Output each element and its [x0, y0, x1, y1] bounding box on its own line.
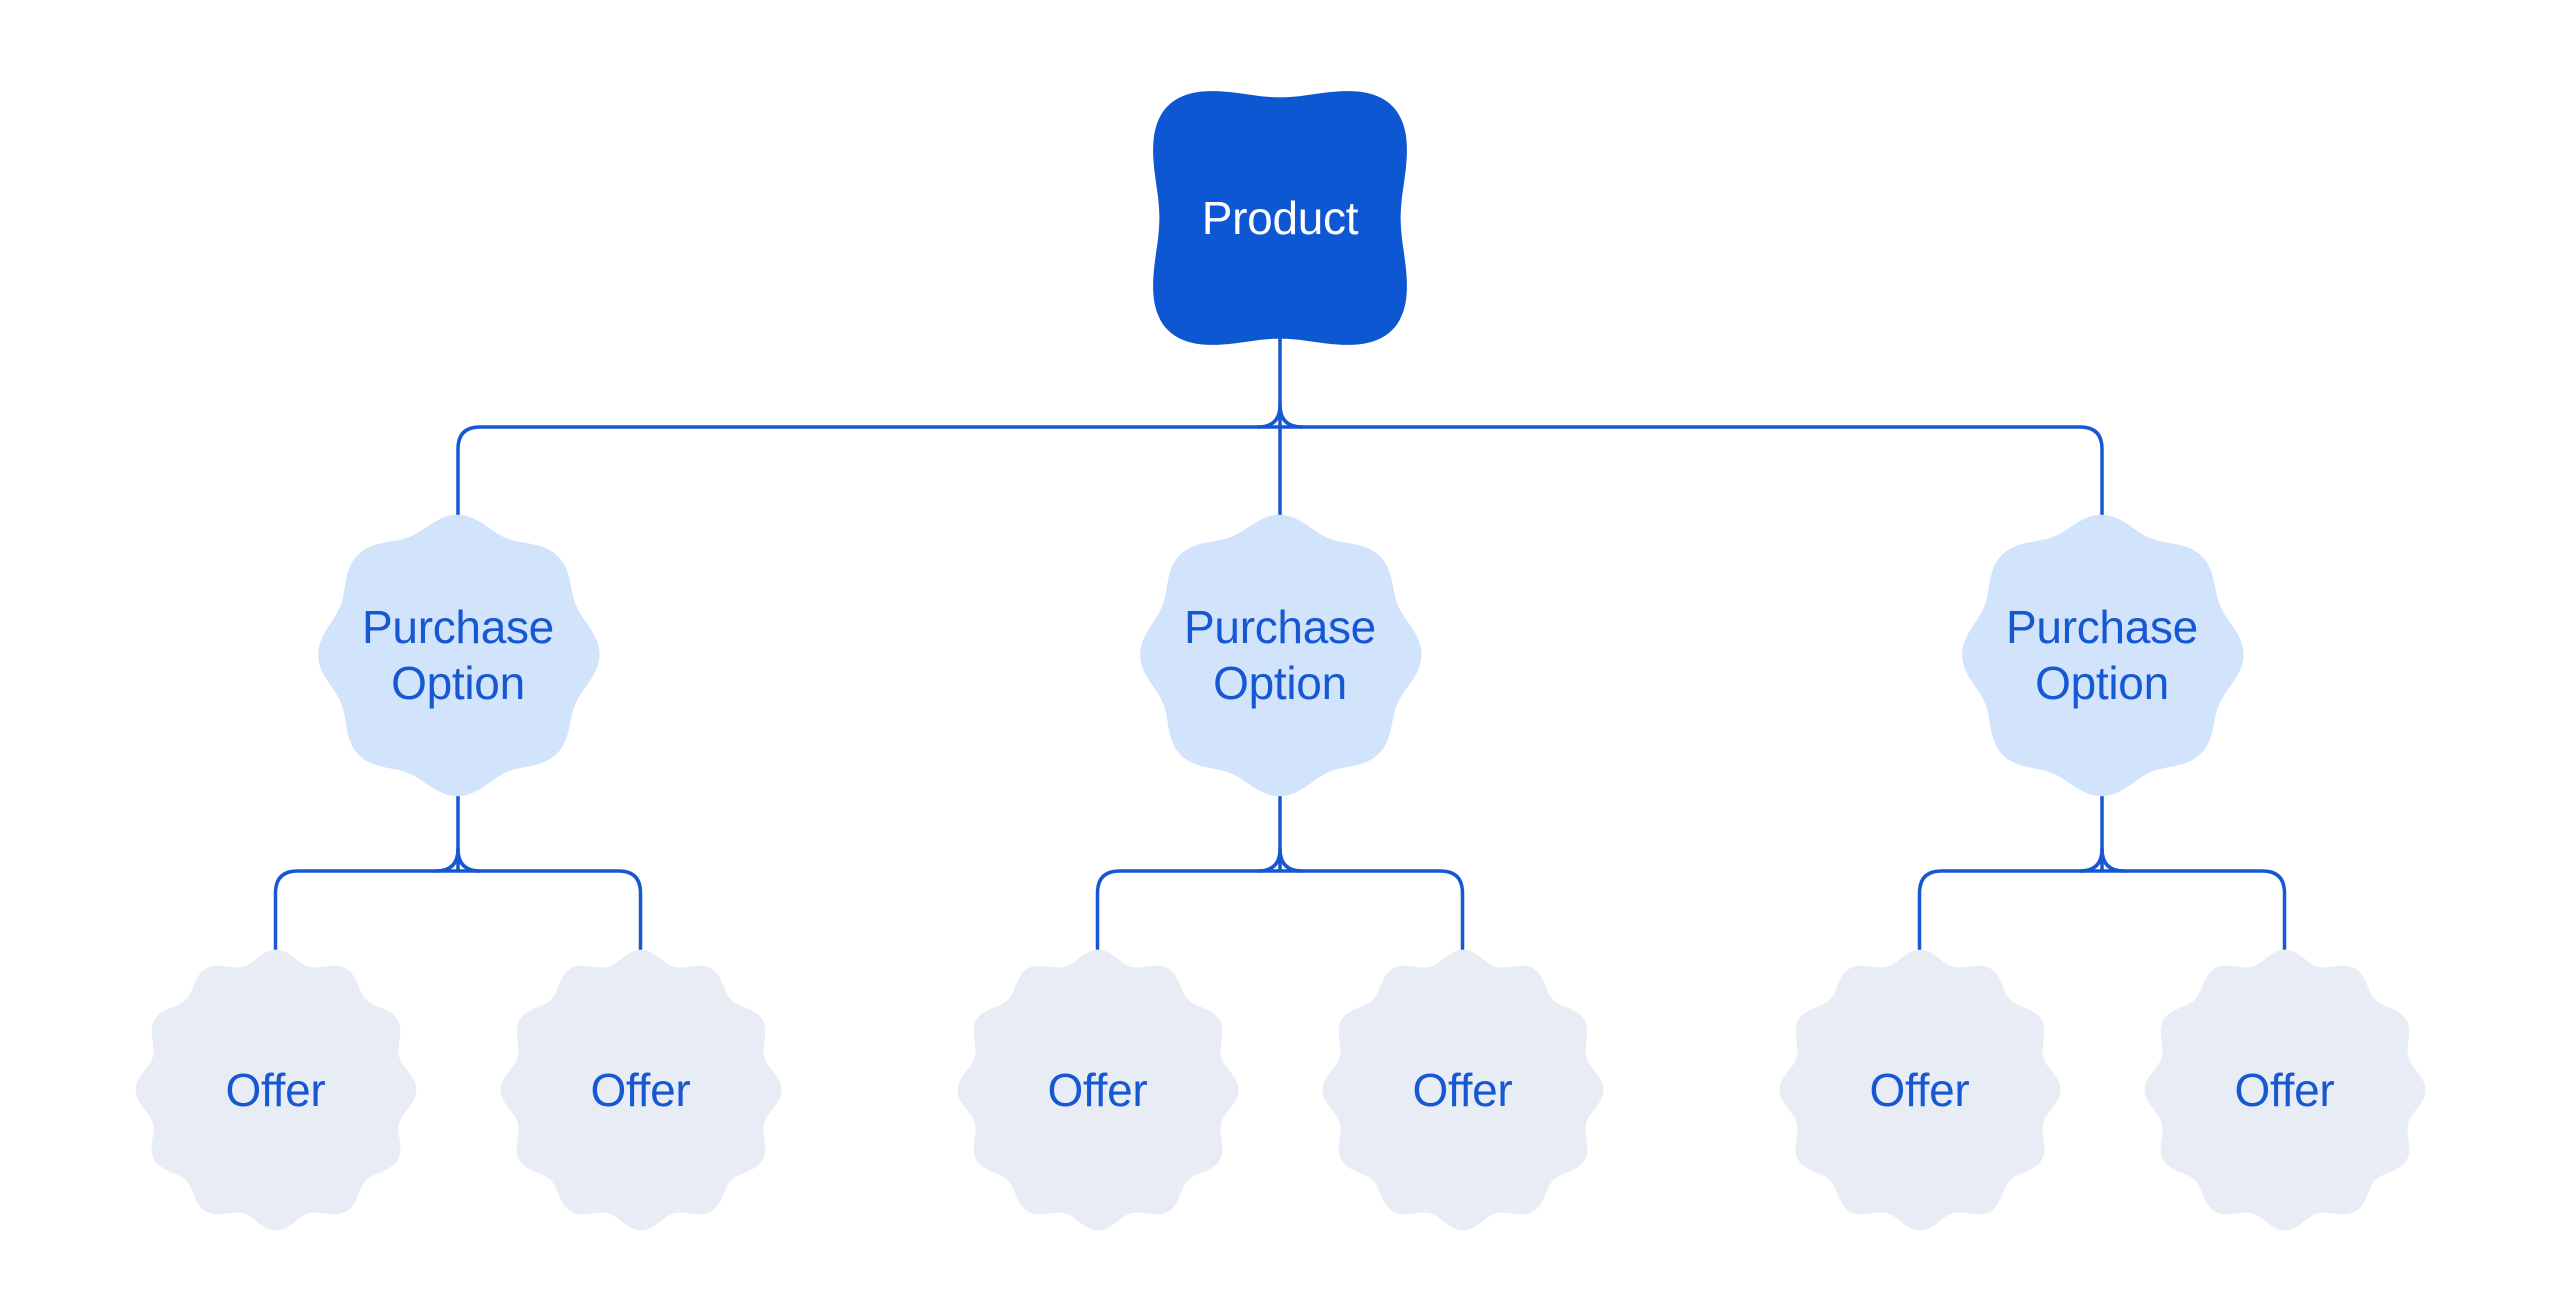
purchase-option-node-2: Purchase Option — [1130, 505, 1430, 805]
connector-g3-horizontal — [1917, 869, 2287, 987]
offer-node-2a: Offer — [948, 940, 1248, 1240]
connector-g2-horizontal — [1095, 869, 1465, 987]
purchase-option-label: Purchase Option — [362, 601, 554, 709]
connector-g1-fillet-right — [456, 847, 482, 873]
connector-l1-fillet-right — [1278, 403, 1304, 429]
offer-node-3a: Offer — [1770, 940, 2070, 1240]
offer-blob-shape — [2144, 949, 2425, 1231]
product-blob-shape — [1153, 91, 1407, 345]
purchase-option-label: Purchase Option — [2006, 601, 2198, 709]
purchase-option-blob-shape — [1140, 514, 1422, 797]
offer-blob-shape — [1779, 949, 2060, 1231]
offer-label: Offer — [1869, 1064, 1970, 1116]
offer-label: Offer — [1412, 1064, 1513, 1116]
purchase-option-label: Purchase Option — [1184, 601, 1376, 709]
purchase-option-blob-shape — [318, 514, 600, 797]
connector-g2-fillet-left — [1256, 847, 1282, 873]
connector-g3-fillet-right — [2100, 847, 2126, 873]
offer-blob-shape — [135, 949, 416, 1231]
offer-node-1b: Offer — [491, 940, 791, 1240]
offer-label: Offer — [590, 1064, 691, 1116]
product-node: Product — [1130, 68, 1430, 368]
connector-g1-fillet-left — [434, 847, 460, 873]
connector-g3-fillet-left — [2078, 847, 2104, 873]
connector-g1-horizontal — [273, 869, 643, 987]
purchase-option-node-3: Purchase Option — [1952, 505, 2252, 805]
purchase-option-node-1: Purchase Option — [308, 505, 608, 805]
offer-blob-shape — [500, 949, 781, 1231]
connector-l1-fillet-left — [1256, 403, 1282, 429]
offer-blob-shape — [1322, 949, 1603, 1231]
offer-node-2b: Offer — [1313, 940, 1613, 1240]
offer-node-3b: Offer — [2135, 940, 2435, 1240]
offer-blob-shape — [957, 949, 1238, 1231]
offer-label: Offer — [225, 1064, 326, 1116]
connector-g2-fillet-right — [1278, 847, 1304, 873]
connector-l1-horizontal — [456, 425, 2104, 547]
purchase-option-blob-shape — [1962, 514, 2244, 797]
offer-label: Offer — [1047, 1064, 1148, 1116]
product-label: Product — [1201, 192, 1359, 244]
offer-node-1a: Offer — [126, 940, 426, 1240]
offer-label: Offer — [2234, 1064, 2335, 1116]
